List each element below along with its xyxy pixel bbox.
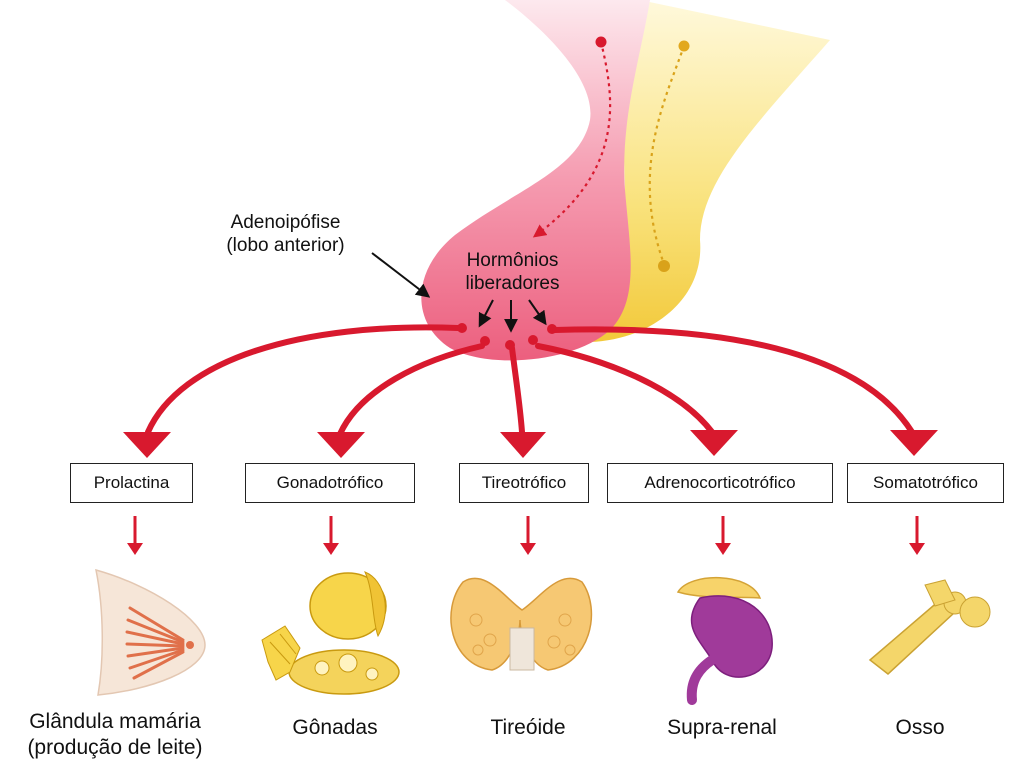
bone-icon [868,579,991,675]
neuron-body-yellow [678,40,690,52]
arrow-to-adrenocorticotrofico [535,343,715,435]
neuron-body-pink [595,36,607,48]
hormone-box-tireotrofico: Tireotrófico [459,463,589,503]
target-label-bone: Osso [895,716,945,739]
anterior-lobe [421,0,650,361]
arrow-to-tireotrofico [509,345,525,435]
hormone-release-arrows [145,324,915,437]
adenohypophysis-label: Adenoipófise (lobo anterior) [203,211,368,257]
releasing-hormones-label: Hormônios liberadores [440,249,585,295]
target-label-gonads: Gônadas [292,716,378,739]
box-to-organ-arrows [127,516,925,555]
arrow-to-gonadotrofico [337,343,485,437]
target-label-thyroid: Tireóide [490,716,566,739]
arrow-to-prolactina [145,324,461,435]
arrowheads [123,430,938,458]
adenohypophysis-label-line2: (lobo anterior) [226,235,345,256]
releasing-hormones-line1: Hormônios [466,250,559,271]
hormone-box-adrenocorticotrofico: Adrenocorticotrófico [607,463,833,503]
target-label-mammary-line1: Glândula mamária [29,710,201,733]
axon-terminal-yellow [658,260,670,272]
target-label-mammary-line2: (produção de leite) [27,736,203,759]
target-label-mammary: Glândula mamária (produção de leite) [0,709,230,761]
target-label-adrenal: Supra-renal [667,716,777,739]
thyroid-icon [450,577,593,671]
arrow-to-somatotrofico [552,326,915,435]
adenohypophysis-label-line1: Adenoipófise [230,212,341,233]
neural-pathway-pink [532,41,612,238]
neural-pathway-yellow [648,45,686,265]
hormone-box-somatotrofico: Somatotrófico [847,463,1004,503]
gonads-icon [261,571,400,695]
hormone-box-prolactina: Prolactina [70,463,193,503]
releasing-hormones-line2: liberadores [465,273,560,294]
adrenal-kidney-icon [676,576,773,705]
hormone-box-gonadotrofico: Gonadotrófico [245,463,415,503]
mammary-gland-icon [95,568,206,696]
posterior-lobe [590,0,830,342]
pointer-arrows [371,252,547,333]
